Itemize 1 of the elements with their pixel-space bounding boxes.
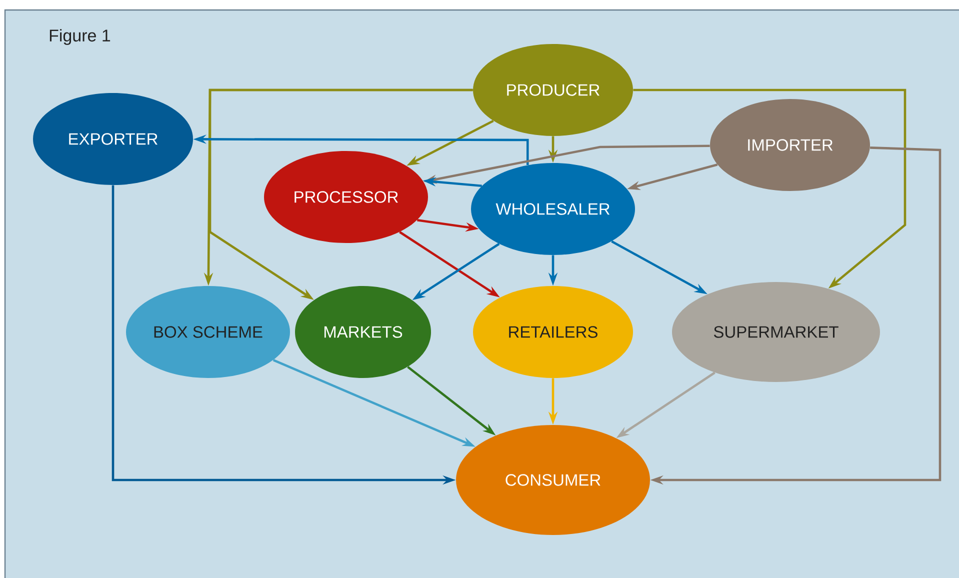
- figure-title: Figure 1: [50, 29, 110, 45]
